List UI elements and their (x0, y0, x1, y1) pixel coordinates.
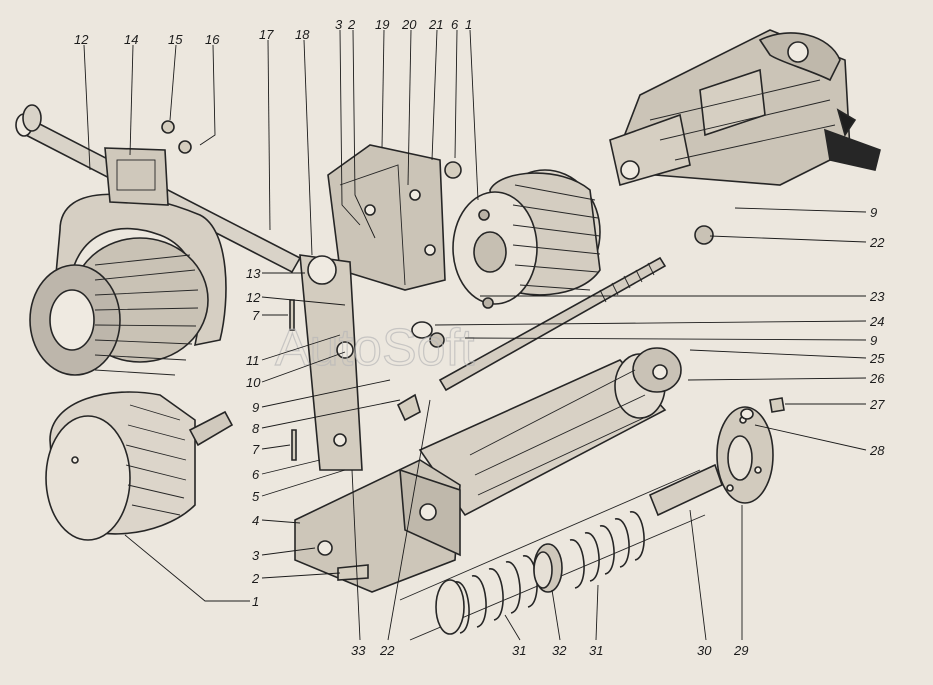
callout-label: 9 (252, 400, 259, 415)
callout-label: 10 (246, 375, 261, 390)
callout-label: 7 (252, 308, 260, 323)
callout-label: 11 (246, 353, 260, 368)
callout-label: 30 (697, 643, 712, 658)
callout-label: 5 (252, 489, 260, 504)
callout-label: 24 (869, 314, 884, 329)
callout-label: 17 (259, 27, 274, 42)
callout-label: 31 (512, 643, 526, 658)
bracket (327, 144, 446, 291)
callout-label: 21 (428, 17, 443, 32)
callout-label: 4 (252, 513, 259, 528)
brake-chamber-upper (452, 169, 601, 309)
callout-label: 28 (869, 443, 885, 458)
callout-label: 6 (451, 17, 459, 32)
callout-label: 8 (252, 421, 260, 436)
callout-label: 32 (552, 643, 567, 658)
callout-label: 12 (246, 290, 261, 305)
watermark-text: AutoSoft (275, 319, 475, 377)
callout-label: 20 (401, 17, 417, 32)
spring-left (435, 555, 538, 635)
callout-label: 15 (168, 32, 183, 47)
leader-lines (83, 29, 867, 641)
bearing-housing (54, 147, 227, 347)
gear-hub (29, 237, 209, 376)
callout-label: 7 (252, 442, 260, 457)
callout-label: 33 (351, 643, 366, 658)
piston-rod (648, 463, 723, 517)
callout-label: 6 (252, 467, 260, 482)
spring-right (569, 511, 645, 589)
callout-label: 19 (375, 17, 389, 32)
lever (299, 254, 363, 471)
callout-labels: 12 14 15 16 17 18 3 2 19 20 21 6 1 13 12… (74, 17, 885, 658)
callout-label: 1 (465, 17, 472, 32)
callout-label: 2 (251, 571, 260, 586)
callout-label: 29 (733, 643, 748, 658)
mounting-plate (294, 459, 461, 593)
callout-label: 1 (252, 594, 259, 609)
callout-label: 27 (869, 397, 885, 412)
callout-label: 9 (870, 333, 877, 348)
callout-label: 23 (869, 289, 885, 304)
callout-label: 13 (246, 266, 261, 281)
callout-label: 3 (335, 17, 343, 32)
callout-label: 22 (379, 643, 395, 658)
callout-label: 12 (74, 32, 89, 47)
callout-label: 16 (205, 32, 220, 47)
callout-label: 25 (869, 351, 885, 366)
small-parts (161, 120, 785, 581)
callout-label: 18 (295, 27, 310, 42)
callout-label: 22 (869, 235, 885, 250)
callout-label: 14 (124, 32, 138, 47)
callout-label: 26 (869, 371, 885, 386)
flange (716, 406, 774, 504)
spacer-ring (533, 543, 563, 593)
callout-label: 9 (870, 205, 877, 220)
gearbox-unit (609, 29, 881, 187)
brake-chamber-left (45, 391, 234, 541)
callout-label: 2 (347, 17, 356, 32)
callout-label: 3 (252, 548, 260, 563)
spring-assembly (399, 406, 774, 641)
callout-label: 31 (589, 643, 603, 658)
